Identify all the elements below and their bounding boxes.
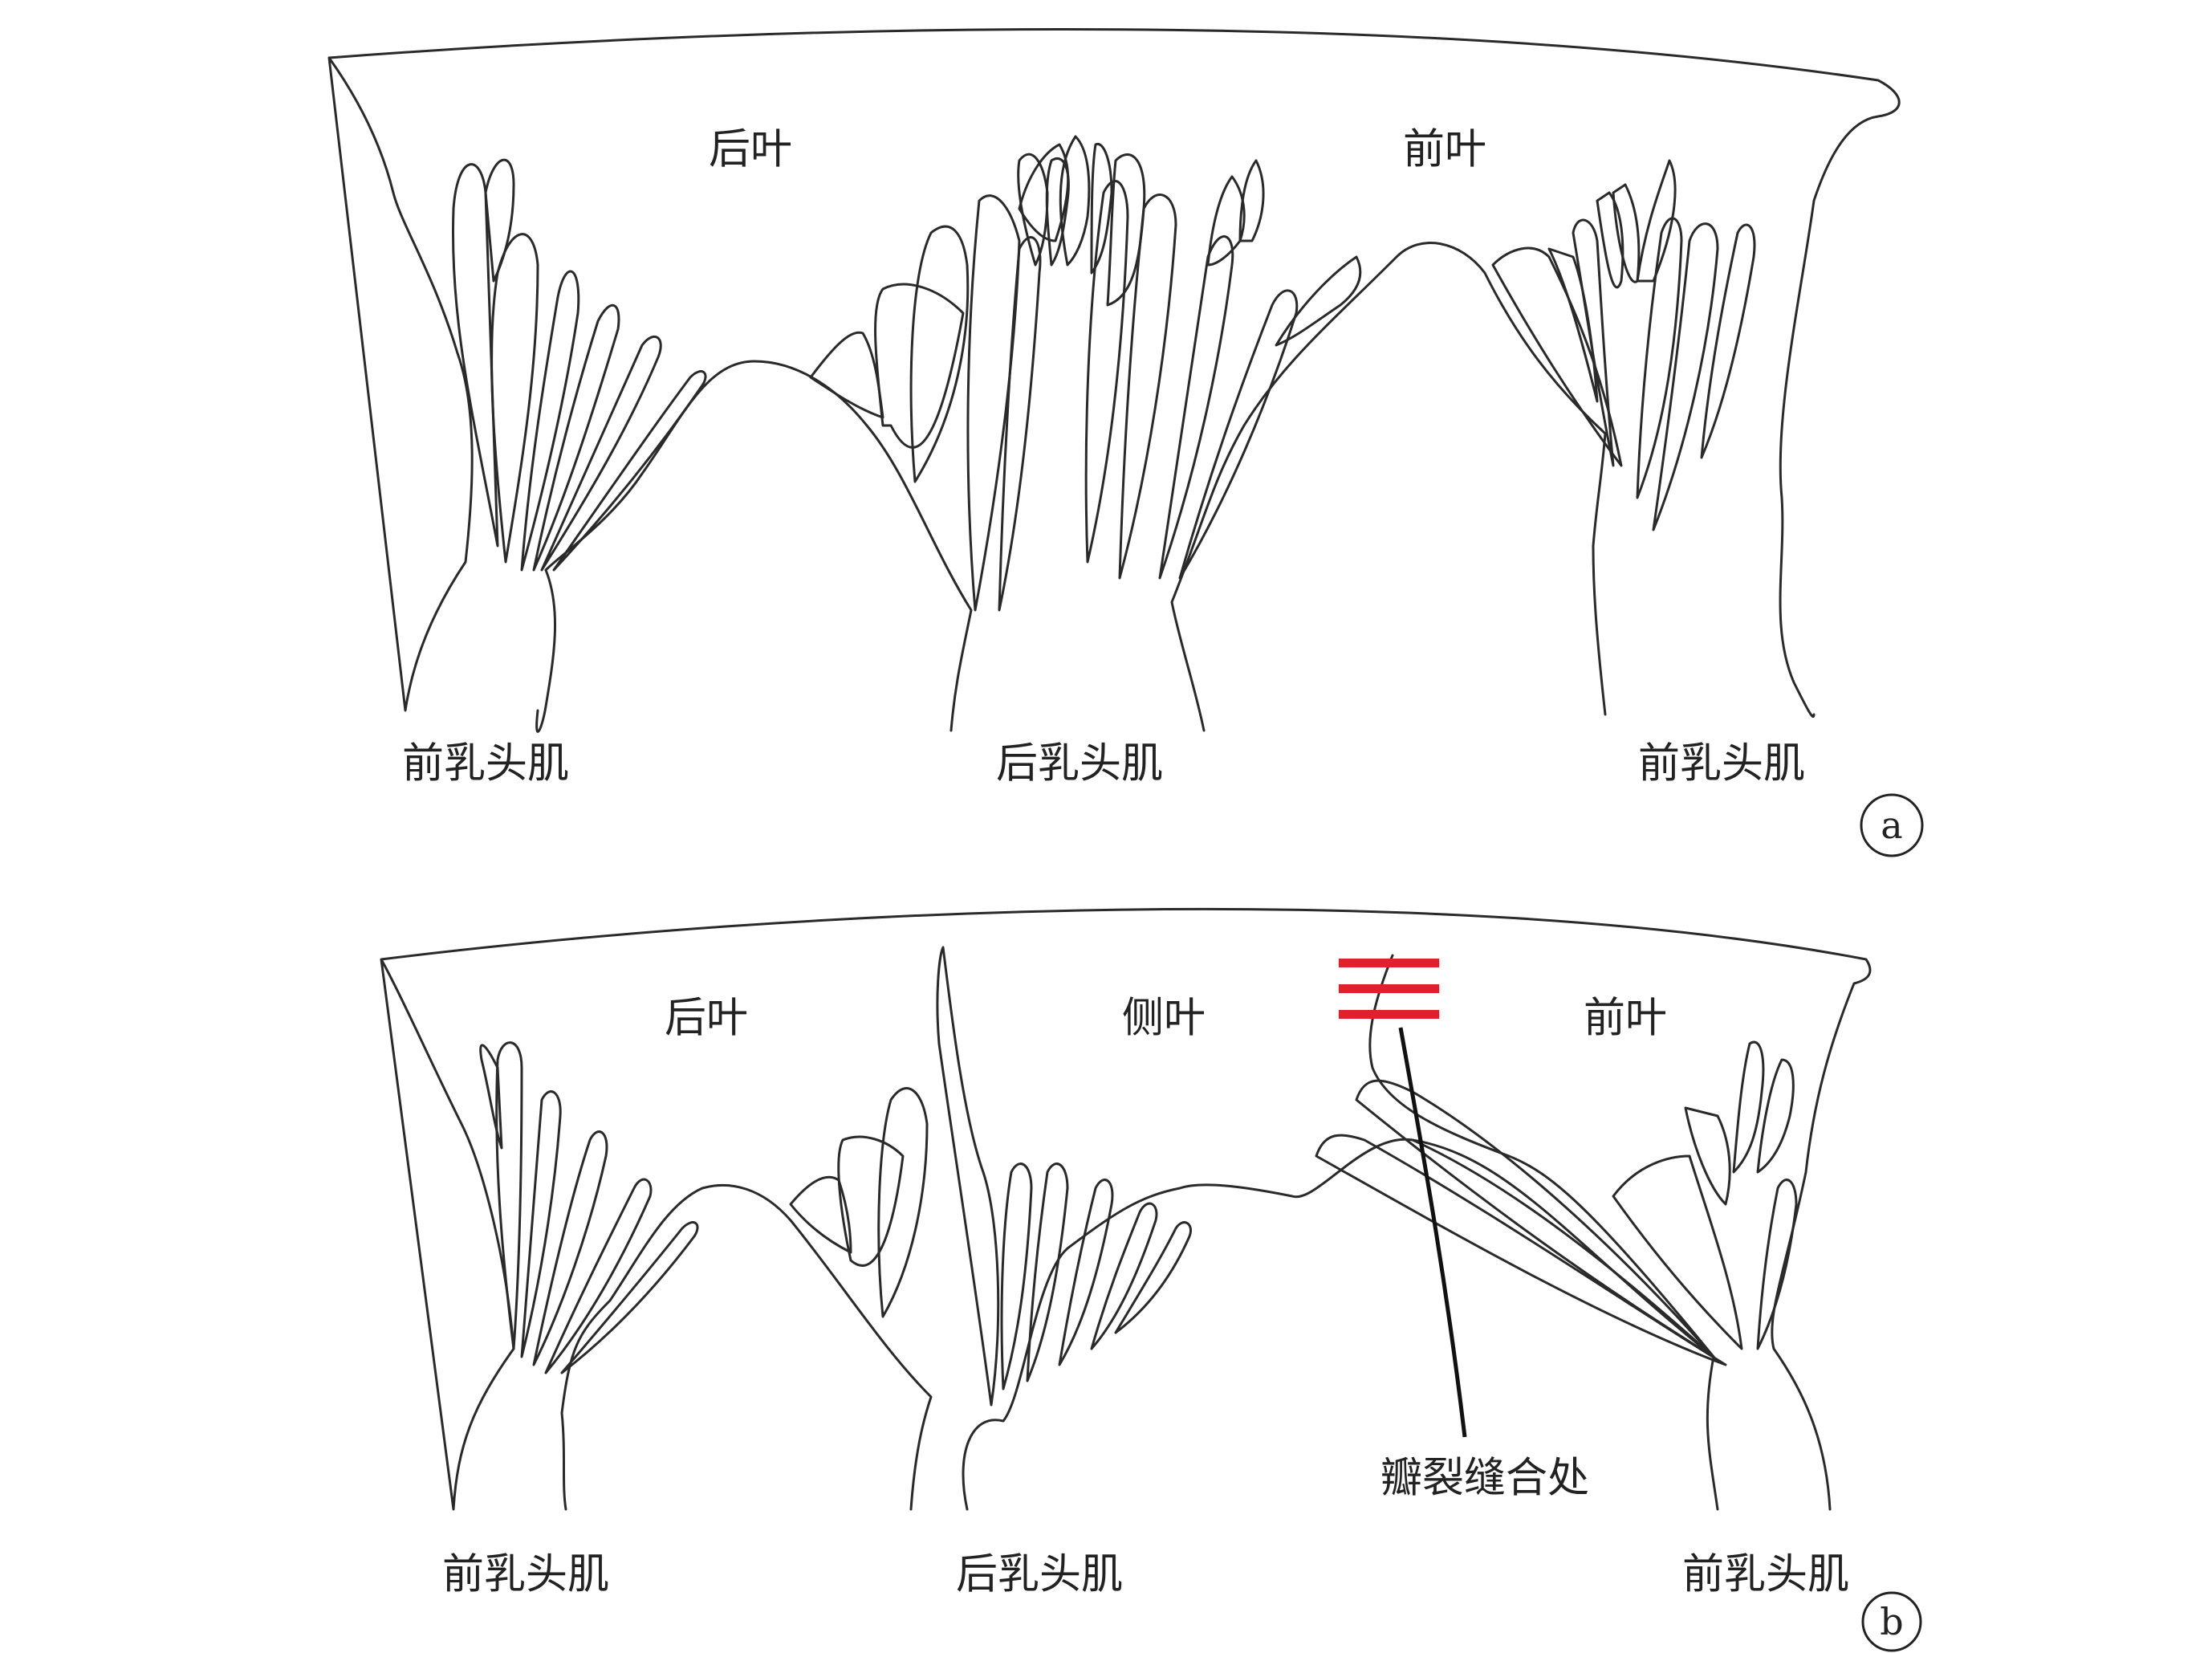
panel-b: 后叶 侧叶 前叶 瓣裂缝合处 前乳头肌 后乳头肌 前乳头肌 b: [380, 907, 1922, 1652]
chordae-group-a-right: [1491, 159, 1756, 531]
panel-letter-b: b: [1880, 1600, 1903, 1643]
panel-letter-a: a: [1881, 804, 1902, 847]
muscle-label-anterior-right-a: 前乳头肌: [1638, 740, 1805, 788]
chordae-group-b-right: [1315, 954, 1798, 1366]
muscle-label-anterior-left-b: 前乳头肌: [442, 1551, 609, 1599]
panel-letter-circle-b: [1861, 1591, 1922, 1652]
suture-mark-1: [1339, 959, 1439, 967]
valve-outline-b: [380, 907, 1872, 1511]
panel-letter-circle-a: [1860, 793, 1924, 857]
cleft-suture-marks: [1339, 959, 1439, 1019]
muscle-label-anterior-left-a: 前乳头肌: [402, 740, 569, 788]
chordae-group-b-center: [789, 946, 1192, 1407]
chordae-group-b-left: [479, 1041, 699, 1374]
chordae-group-a-center: [809, 135, 1362, 612]
suture-mark-3: [1339, 1010, 1439, 1019]
chordae-group-a-left: [451, 158, 707, 572]
lobe-label-anterior-a: 前叶: [1403, 126, 1486, 174]
lobe-label-anterior-b: 前叶: [1584, 995, 1667, 1043]
muscle-label-posterior-a: 后乳头肌: [996, 740, 1163, 788]
lobe-label-posterior-b: 后叶: [665, 995, 748, 1043]
valve-outline-a: [327, 28, 1901, 733]
annotation-label-cleft-suture: 瓣裂缝合处: [1380, 1455, 1589, 1503]
muscle-label-anterior-right-b: 前乳头肌: [1682, 1551, 1849, 1599]
muscle-label-posterior-b: 后乳头肌: [956, 1551, 1123, 1599]
lobe-label-posterior-a: 后叶: [709, 126, 792, 174]
lobe-label-lateral-b: 侧叶: [1122, 995, 1206, 1043]
suture-mark-2: [1339, 984, 1439, 993]
panel-a: 后叶 前叶 前乳头肌 后乳头肌 前乳头肌 a: [327, 28, 1924, 857]
annotation-leader-line: [1398, 1027, 1467, 1438]
